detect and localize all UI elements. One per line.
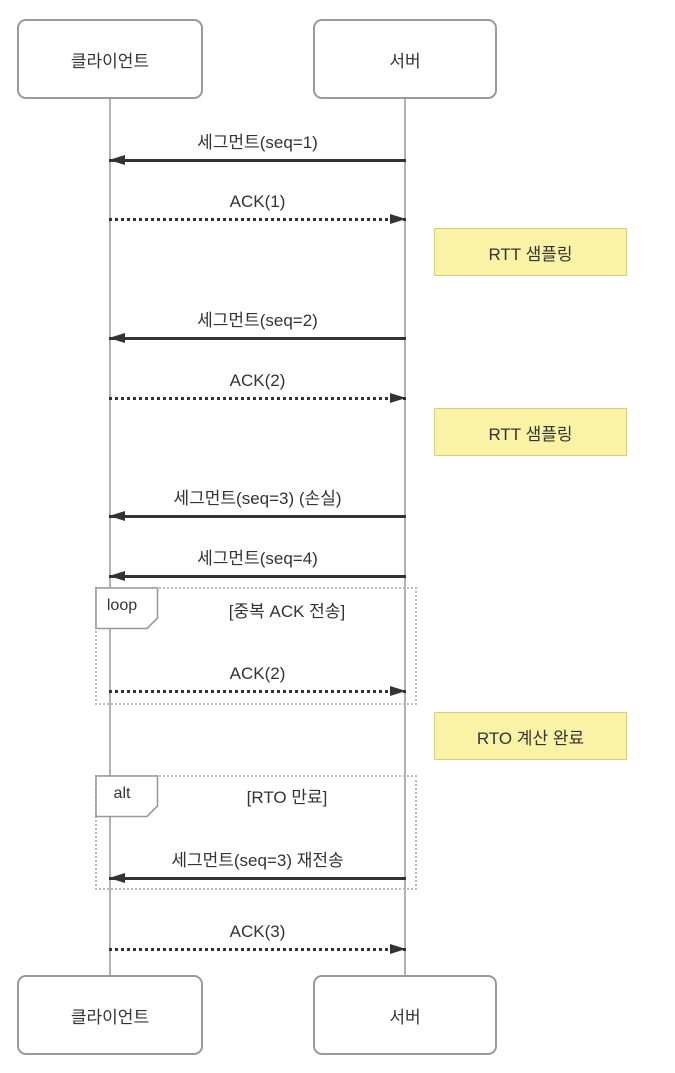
frame-alt: alt [RTO 만료]: [95, 775, 417, 890]
frame-tab-shape: [95, 587, 159, 630]
actor-label-client: 클라이언트: [70, 51, 150, 71]
frame-tab-shape: [95, 775, 159, 818]
note-rto-complete: RTO 계산 완료: [434, 712, 627, 760]
message-arrow-ack1: ACK(1): [109, 192, 406, 224]
actor-label-server: 서버: [389, 51, 421, 71]
message-label: 세그먼트(seq=4): [197, 549, 318, 568]
frame-loop-tab: loop: [95, 587, 159, 630]
frame-loop: loop [중복 ACK 전송]: [95, 587, 417, 705]
message-arrow-ack2: ACK(2): [109, 371, 406, 403]
message-label: ACK(2): [229, 664, 286, 683]
message-label: 세그먼트(seq=2): [197, 311, 318, 330]
message-label: 세그먼트(seq=3) (손실): [173, 489, 342, 508]
actor-label-client: 클라이언트: [70, 1007, 150, 1027]
actor-box-server-bottom: 서버: [313, 975, 497, 1055]
frame-alt-label: alt: [113, 785, 131, 802]
frame-alt-tab: alt: [95, 775, 159, 818]
frame-alt-guard: [RTO 만료]: [246, 788, 328, 807]
lifeline-server: [404, 99, 406, 975]
actor-label-server: 서버: [389, 1007, 421, 1027]
frame-loop-label: loop: [106, 597, 138, 614]
note-rtt-sampling-1: RTT 샘플링: [434, 228, 627, 276]
note-text: RTO 계산 완료: [476, 728, 585, 748]
note-text: RTT 샘플링: [488, 244, 573, 264]
note-rtt-sampling-2: RTT 샘플링: [434, 408, 627, 456]
message-arrow-seq2: 세그먼트(seq=2): [109, 311, 406, 343]
message-label: ACK(2): [229, 371, 286, 390]
frame-loop-guard: [중복 ACK 전송]: [228, 602, 346, 621]
message-arrow-ack2-dup: ACK(2): [109, 664, 406, 696]
note-text: RTT 샘플링: [488, 424, 573, 444]
message-label: 세그먼트(seq=3) 재전송: [171, 851, 344, 870]
message-arrow-ack3: ACK(3): [109, 922, 406, 954]
actor-box-server-top: 서버: [313, 19, 497, 99]
actor-box-client-top: 클라이언트: [17, 19, 203, 99]
actor-box-client-bottom: 클라이언트: [17, 975, 203, 1055]
message-label: ACK(3): [229, 922, 286, 941]
message-label: ACK(1): [229, 192, 286, 211]
message-arrow-seq3-retransmit: 세그먼트(seq=3) 재전송: [109, 851, 406, 883]
message-label: 세그먼트(seq=1): [197, 133, 318, 152]
message-arrow-seq1: 세그먼트(seq=1): [109, 133, 406, 165]
message-arrow-seq4: 세그먼트(seq=4): [109, 549, 406, 581]
message-arrow-seq3-lost: 세그먼트(seq=3) (손실): [109, 489, 406, 521]
lifeline-client: [109, 99, 111, 975]
